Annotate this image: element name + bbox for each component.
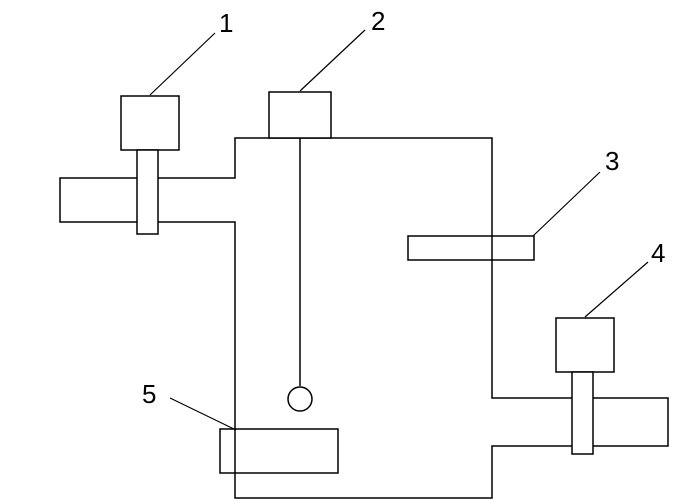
leader-line-2 (299, 29, 366, 92)
callout-2: 2 (371, 6, 385, 36)
component-1-actuator (120, 95, 180, 151)
leader-line-4 (584, 261, 649, 318)
component-4-stem (571, 371, 594, 455)
callout-4: 4 (651, 238, 665, 268)
callout-1: 1 (219, 8, 233, 38)
component-1-stem (136, 149, 159, 235)
leader-line-1 (149, 32, 216, 96)
component-2-probe-bulb (287, 386, 313, 412)
callout-3: 3 (605, 146, 619, 176)
component-2-housing (268, 91, 332, 139)
component-3-plate (407, 235, 535, 261)
vessel-body (59, 137, 669, 499)
callout-5: 5 (142, 379, 156, 409)
leader-line-3 (532, 171, 601, 237)
component-4-actuator (555, 317, 615, 373)
component-5-block (219, 428, 339, 474)
leader-line-5 (169, 397, 237, 431)
